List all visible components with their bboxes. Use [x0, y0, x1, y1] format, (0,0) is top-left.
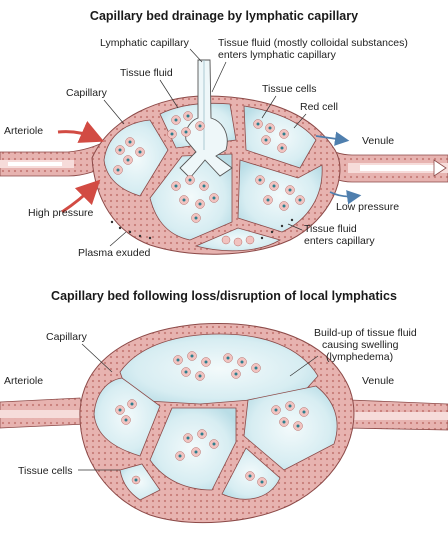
label-buildup-line2: causing swelling — [322, 339, 399, 351]
top-compartment-left — [103, 119, 169, 197]
venule-outflow-arrowhead — [433, 159, 447, 177]
low-pressure-arrow — [329, 190, 362, 205]
lymphatic-capillary — [179, 59, 233, 179]
label-capillary-bottom: Capillary — [46, 331, 88, 343]
plasma-exuded-dots — [110, 218, 294, 240]
bottom-title: Capillary bed following loss/disruption … — [51, 289, 397, 303]
label-capillary-top: Capillary — [66, 87, 108, 99]
label-tissue-fluid-enters-line2: enters capillary — [304, 235, 375, 247]
top-labels: Lymphatic capillary Tissue fluid (mostly… — [4, 37, 408, 259]
top-title: Capillary bed drainage by lymphatic capi… — [90, 9, 358, 23]
label-tissue-fluid-colloidal-line2: enters lymphatic capillary — [218, 49, 337, 61]
label-lymphatic-capillary: Lymphatic capillary — [100, 37, 190, 49]
label-venule-top: Venule — [362, 135, 394, 147]
label-arteriole-bottom: Arteriole — [4, 375, 43, 387]
outflow-arrow-upper — [315, 131, 350, 146]
label-tissue-fluid-enters-line1: Tissue fluid — [304, 223, 357, 235]
top-compartment-center — [149, 153, 233, 241]
label-arteriole-top: Arteriole — [4, 125, 43, 137]
bottom-tissue-nuclei — [118, 354, 306, 484]
label-red-cell: Red cell — [300, 101, 338, 113]
label-buildup-line1: Build-up of tissue fluid — [314, 327, 417, 339]
high-pressure-arrow-upper — [57, 120, 105, 143]
label-tissue-fluid: Tissue fluid — [120, 67, 173, 79]
label-tissue-fluid-colloidal-line1: Tissue fluid (mostly colloidal substance… — [218, 37, 408, 49]
bottom-compartment-right — [243, 385, 338, 471]
label-plasma-exuded: Plasma exuded — [78, 247, 151, 259]
high-pressure-arrow-lower — [61, 179, 101, 214]
label-buildup-line3: (lymphedema) — [326, 351, 393, 363]
bottom-compartment-top — [119, 333, 319, 405]
bottom-labels: Capillary Build-up of tissue fluid causi… — [4, 327, 417, 477]
label-high-pressure: High pressure — [28, 207, 94, 219]
label-low-pressure: Low pressure — [336, 201, 399, 213]
bottom-compartment-lower-left — [119, 463, 161, 501]
top-tissue-nuclei — [116, 114, 302, 220]
label-tissue-cells-top: Tissue cells — [262, 83, 316, 95]
label-venule-bottom: Venule — [362, 375, 394, 387]
label-tissue-cells-bottom: Tissue cells — [18, 465, 72, 477]
